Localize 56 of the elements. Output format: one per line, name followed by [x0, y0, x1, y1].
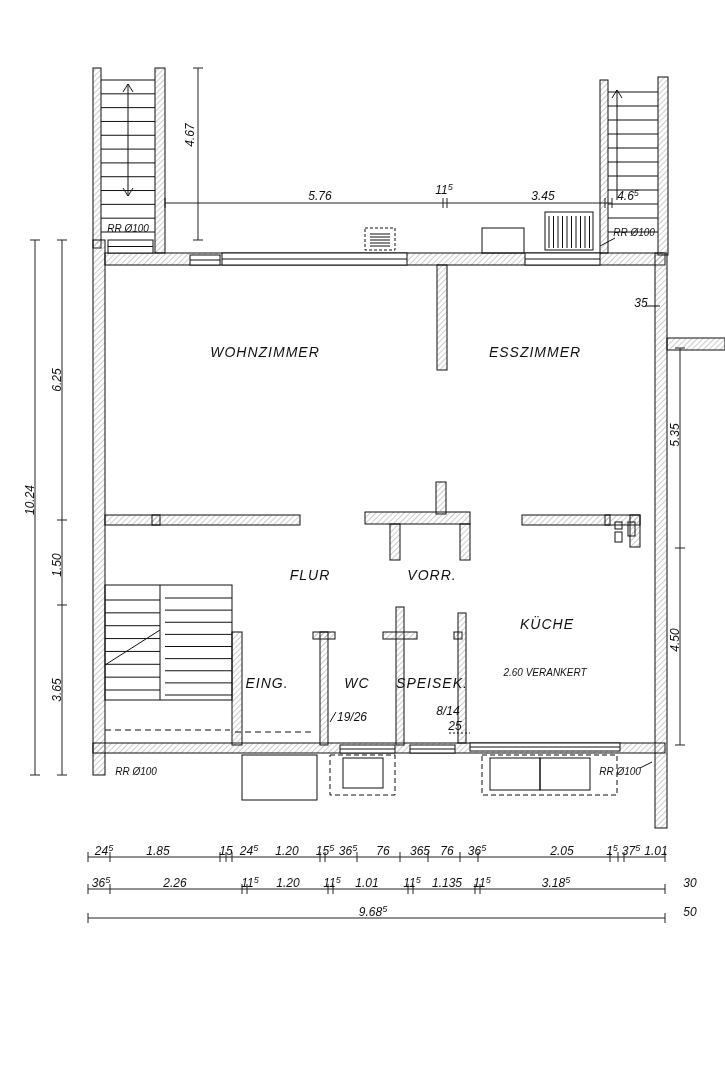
room-label: VORR.	[407, 567, 457, 583]
room-label: FLUR	[289, 567, 331, 583]
dimension-label: 1$^{5}$	[606, 845, 618, 857]
dimension-label: 3.65	[51, 678, 63, 702]
dimension-label: 76	[376, 845, 390, 857]
pipe-annotation: RR Ø100	[107, 224, 149, 234]
dimension-label: 8/14	[436, 705, 460, 717]
dimension-label: 4.6$^{5}$	[617, 190, 639, 202]
dimension-label: 2.05	[550, 845, 574, 857]
dimension-label: 3.18$^{5}$	[541, 877, 571, 889]
dimension-label: 30	[683, 877, 697, 889]
dimension-label: 76	[440, 845, 454, 857]
dimension-label: 37$^{5}$	[621, 845, 641, 857]
dimension-label: 36$^{5}$	[91, 877, 111, 889]
pipe-annotation: RR Ø100	[599, 767, 641, 777]
dimension-label: 24$^{5}$	[94, 845, 114, 857]
dimension-label: 24$^{5}$	[239, 845, 259, 857]
room-label: SPEISEK.	[396, 675, 468, 691]
dimension-label: 2.26	[163, 877, 187, 889]
dimension-label: 4.67	[184, 123, 196, 147]
dimension-label: 10.24	[24, 485, 36, 515]
dimension-label: 4.50	[669, 628, 681, 652]
dimension-label: 1.85	[146, 845, 170, 857]
dimension-label: 1.01	[355, 877, 379, 889]
room-label: ESSZIMMER	[488, 344, 582, 360]
dimension-label: 15	[219, 845, 233, 857]
room-label: WOHNZIMMER	[210, 344, 320, 360]
dimension-label: 11$^{5}$	[473, 877, 491, 889]
dimension-label: 1.135	[432, 877, 462, 889]
dimension-label: 5.76	[308, 190, 332, 202]
dimension-label: 3.45	[531, 190, 555, 202]
dimension-label: 36$^{5}$	[467, 845, 487, 857]
dimension-label: 15$^{5}$	[315, 845, 335, 857]
dimension-label: 11$^{5}$	[403, 877, 421, 889]
dimension-label: 50	[683, 906, 697, 918]
dimension-label: 11$^{5}$	[241, 877, 259, 889]
annotation-text: 2.60 VERANKERT	[503, 668, 587, 678]
dimension-label: 1.20	[276, 877, 300, 889]
dimension-label: 19/26	[337, 711, 367, 723]
dimension-label: 365	[410, 845, 430, 857]
room-label: EING.	[245, 675, 289, 691]
dimension-label: 36$^{5}$	[338, 845, 358, 857]
dimension-label: 11$^{5}$	[323, 877, 341, 889]
dimension-label: 5.35	[669, 423, 681, 447]
pipe-annotation: RR Ø100	[613, 228, 655, 238]
dimension-label: 1.01	[644, 845, 668, 857]
dimension-label: 11$^{5}$	[435, 184, 453, 196]
dimension-label: 9.68$^{5}$	[358, 906, 388, 918]
dimension-label: 1.20	[275, 845, 299, 857]
room-label: WC	[344, 675, 370, 691]
room-label: KÜCHE	[520, 616, 574, 632]
dimension-label: 25	[448, 720, 462, 732]
dimension-label: 1.50	[51, 553, 63, 577]
dimension-label: 35	[634, 297, 648, 309]
dimension-label: 6.25	[51, 368, 63, 392]
pipe-annotation: RR Ø100	[115, 767, 157, 777]
